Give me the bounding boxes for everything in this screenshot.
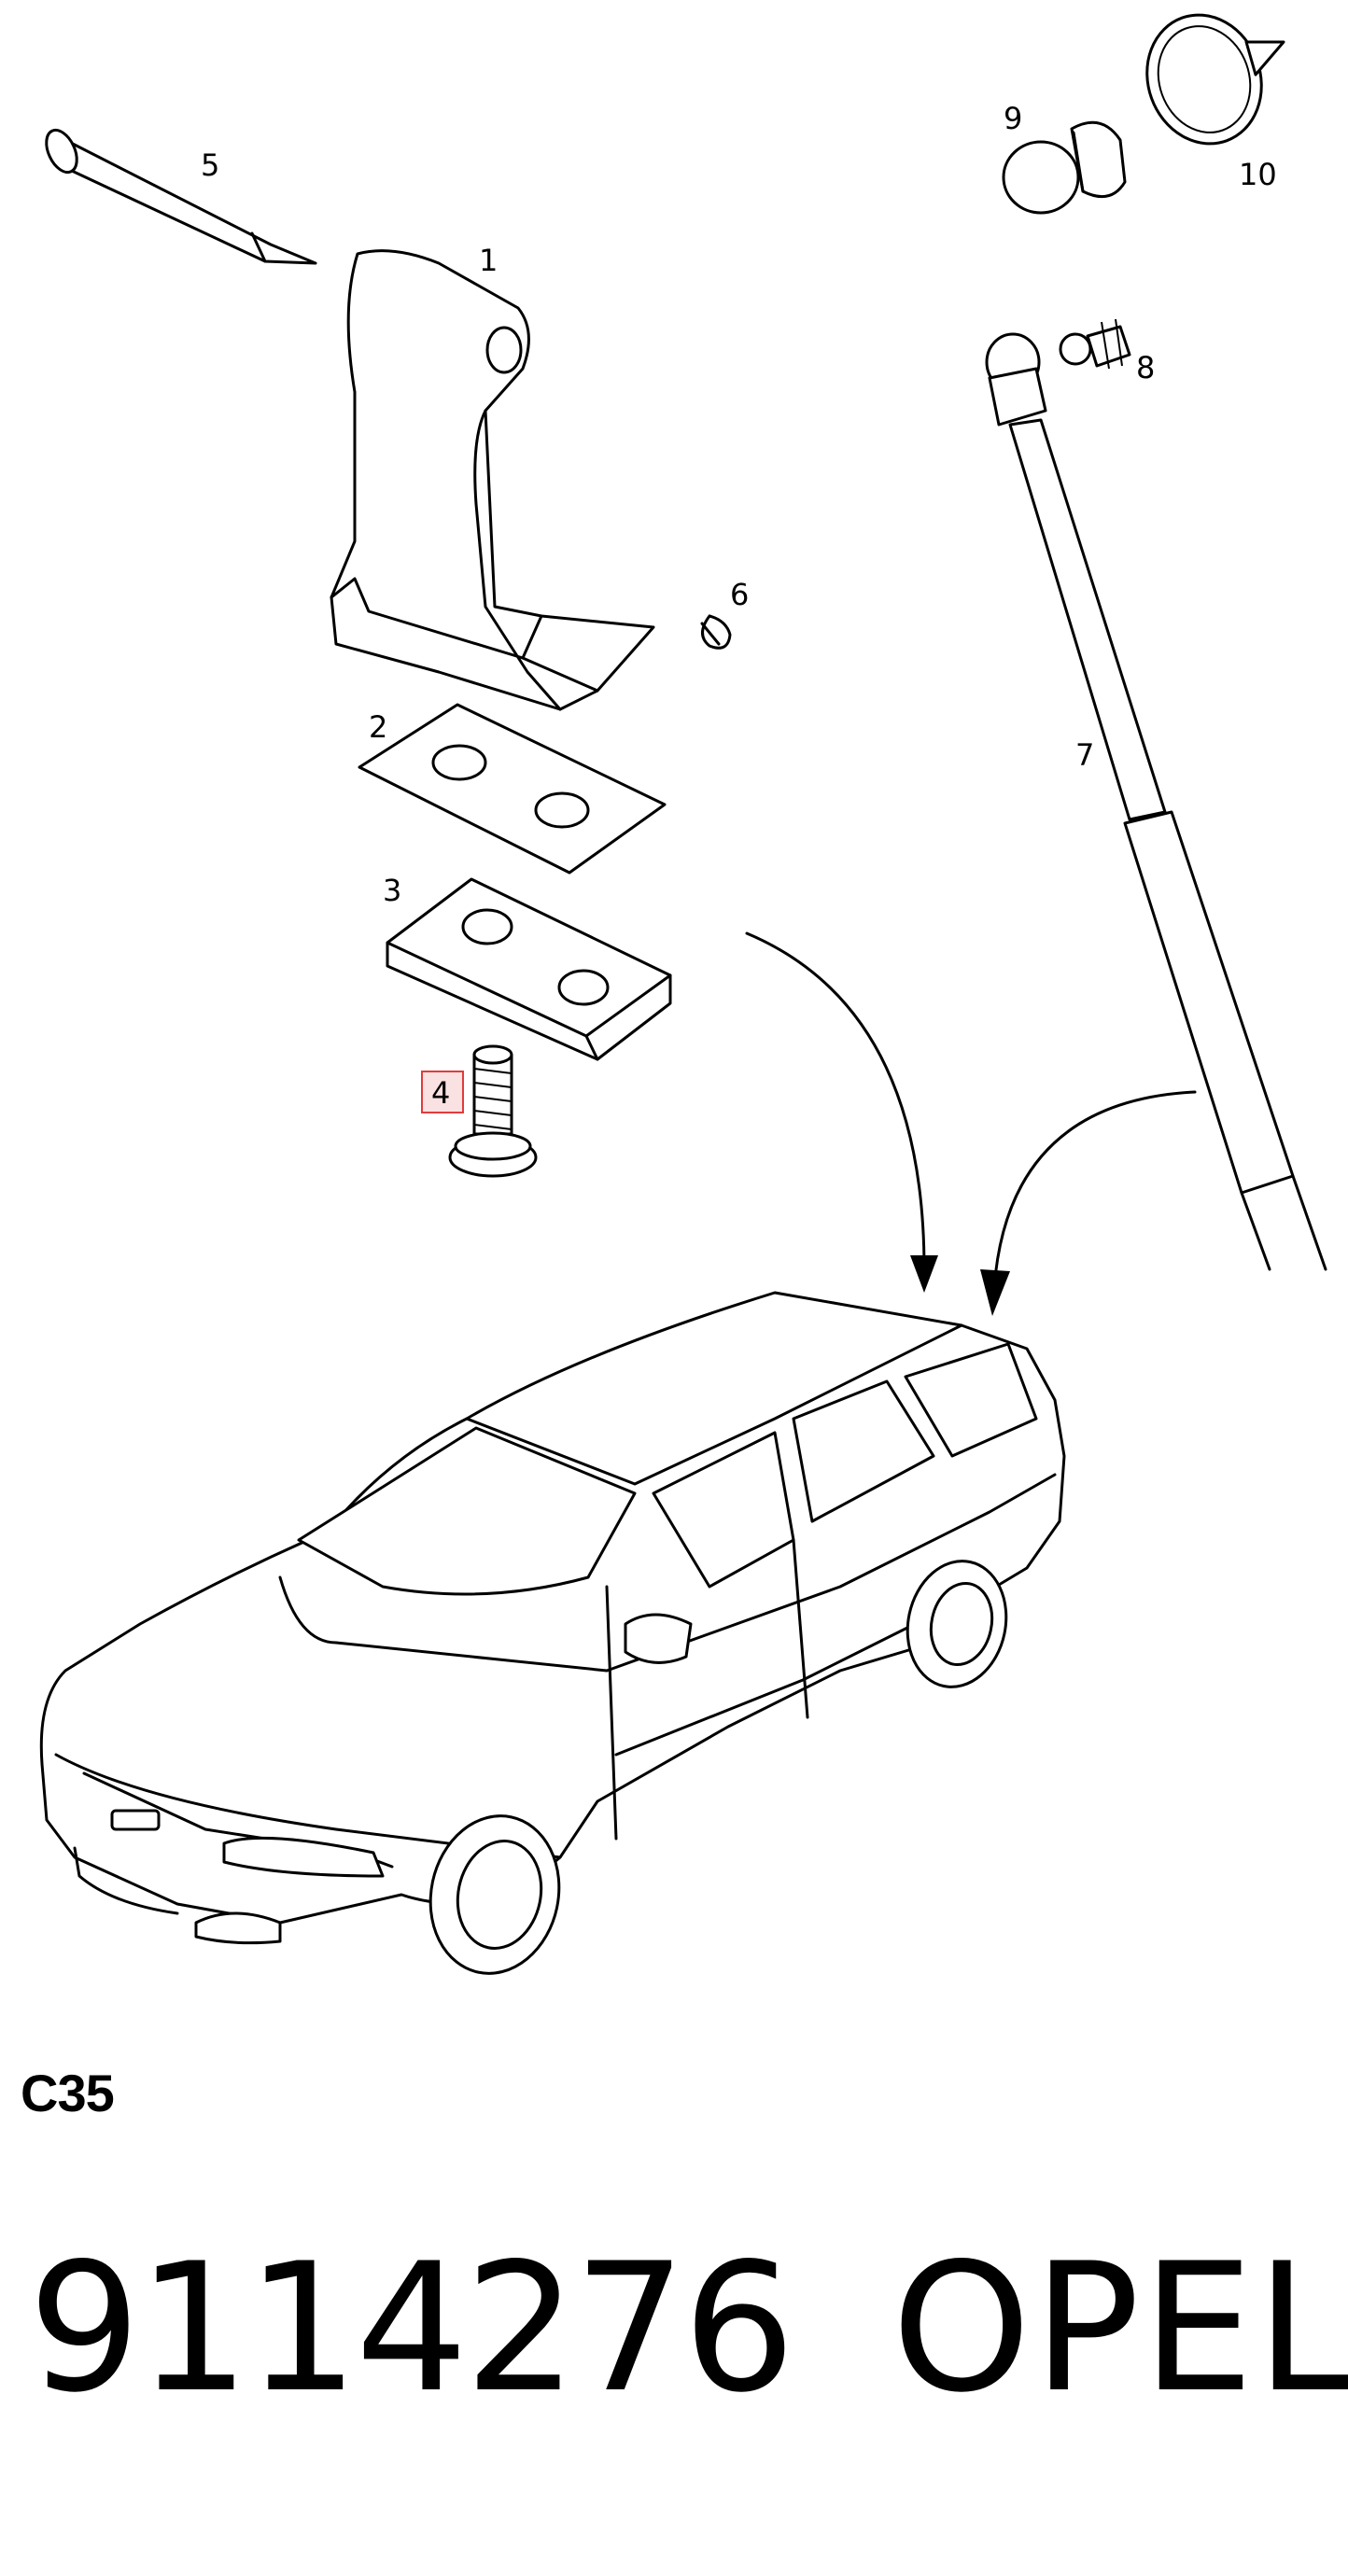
part-5-pin [45,128,317,265]
callout-3: 3 [383,873,401,908]
part-8-ball-stud [1059,318,1131,370]
callout-2: 2 [369,709,387,745]
brand-name: OPEL [892,2225,1348,2431]
assembly-arrows [745,931,1197,1316]
callout-labels: 5 1 6 2 3 4 7 8 9 10 [201,101,1277,1113]
part-10-cap [1145,13,1285,146]
part-number: 9114276 [28,2225,795,2431]
callout-10: 10 [1239,157,1277,192]
part-6-clip [700,614,732,650]
part-1-hinge-bracket [330,249,655,711]
callout-7: 7 [1075,737,1094,773]
callout-1: 1 [479,243,498,278]
part-3-plate [386,877,672,1061]
callout-4-highlight [421,1071,464,1113]
callout-9: 9 [1004,101,1022,136]
callout-5: 5 [201,147,219,183]
part-4-bolt [448,1044,538,1178]
part-7-gas-strut [985,332,1327,1271]
part-2-gasket [358,703,667,875]
callout-8: 8 [1136,350,1155,385]
callout-4: 4 [431,1075,450,1111]
car-illustration [39,1291,1066,1975]
part-9-rubber-buffer [1002,120,1127,215]
section-code: C35 [21,2064,115,2122]
callout-6: 6 [730,577,749,612]
